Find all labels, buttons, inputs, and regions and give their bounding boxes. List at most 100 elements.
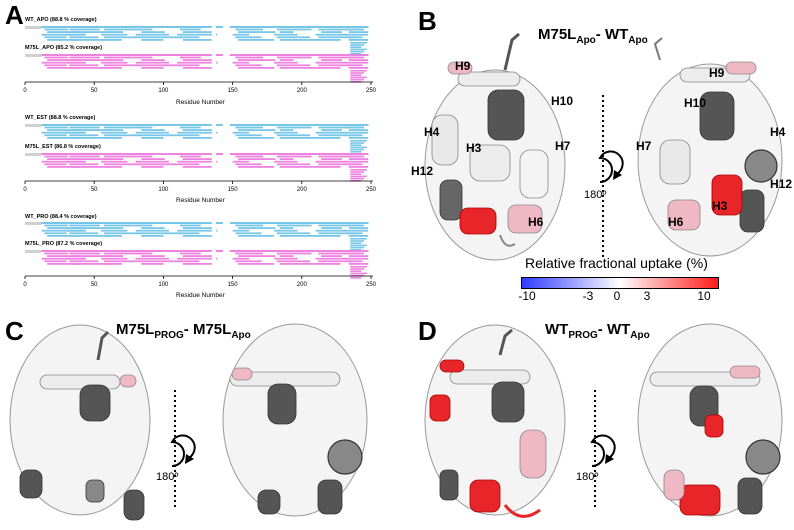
peptide-segment [350, 266, 367, 268]
coverage-gap [211, 53, 216, 73]
peptide-segment [69, 232, 99, 235]
colorbar-tick: -3 [582, 289, 594, 303]
rotation-label: 180º [584, 189, 607, 201]
peptide-segment [350, 270, 362, 272]
rotation-label: 180º [156, 471, 179, 483]
peptide-segment [72, 255, 113, 257]
peptide-segment [238, 39, 275, 41]
uncovered-segment [25, 250, 42, 253]
peptide-segment [276, 56, 312, 59]
title-part: - WT [595, 26, 629, 43]
peptide-segment [318, 260, 359, 263]
peptide-segment [66, 33, 86, 36]
peptide-segment [182, 166, 212, 168]
peptide-segment [318, 224, 360, 227]
peptide-segment [318, 36, 359, 39]
panel-c-title: M75LPROG- M75LApo [116, 322, 251, 341]
peptide-segment [350, 50, 365, 53]
peptide-segment [47, 158, 81, 160]
peptide-segment [279, 129, 294, 131]
colorbar-title: Relative fractional uptake (%) [525, 255, 708, 271]
peptide-segment [44, 126, 68, 129]
peptide-segment [238, 158, 276, 160]
peptide-segment [182, 235, 212, 237]
peptide-segment [346, 252, 365, 255]
peptide-segment [182, 255, 214, 257]
peptide-segment [106, 39, 122, 41]
peptide-segment [279, 235, 323, 237]
peptide-segment [343, 61, 369, 64]
peptide-segment [346, 224, 365, 227]
peptide-segment [66, 61, 86, 64]
peptide-segment [348, 31, 369, 33]
peptide-segment [106, 158, 124, 160]
coverage-tick-label: 150 [227, 88, 238, 94]
peptide-segment [135, 160, 169, 163]
coverage-tick-label: 100 [158, 187, 169, 193]
helix-label: H10 [684, 96, 707, 110]
rotation-label: 180º [576, 471, 599, 483]
coverage-tick-label: 250 [365, 282, 377, 288]
peptide-segment [315, 131, 347, 134]
peptide-segment [180, 56, 201, 59]
peptide-segment [321, 158, 342, 160]
protein-structure-b-right [637, 37, 783, 257]
peptide-segment [235, 56, 264, 59]
peptide-segment [69, 28, 100, 31]
peptide-segment [177, 257, 218, 260]
peptide-segment [276, 36, 311, 39]
peptide-segment [138, 232, 182, 235]
coverage-tick-label: 50 [90, 282, 98, 288]
coverage-tick-label: 100 [158, 282, 169, 288]
peptide-segment [279, 255, 294, 257]
peptide-segment [41, 124, 369, 126]
peptide-segment [279, 39, 323, 41]
peptide-segment [350, 53, 362, 55]
peptide-segment [274, 229, 298, 232]
peptide-segment [44, 252, 68, 255]
peptide-segment [106, 227, 124, 229]
peptide-segment [135, 257, 169, 260]
peptide-segment [348, 158, 369, 160]
peptide-segment [41, 26, 369, 28]
uncovered-segment [25, 153, 42, 156]
peptide-segment [66, 229, 86, 232]
peptide-segment [182, 137, 212, 139]
peptide-segment [350, 249, 362, 251]
peptide-segment [106, 59, 124, 61]
peptide-segment [106, 263, 122, 265]
peptide-segment [348, 129, 369, 131]
peptide-segment [274, 61, 298, 64]
coverage-gap [222, 53, 230, 73]
peptide-segment [350, 76, 367, 79]
helix-label: H9 [709, 66, 725, 80]
helix-label: H3 [466, 141, 482, 155]
peptide-segment [180, 28, 201, 31]
peptide-segment [182, 129, 214, 131]
coverage-axis-label: Residue Number [176, 99, 225, 106]
peptide-segment [141, 158, 165, 160]
peptide-segment [101, 229, 128, 232]
peptide-segment [41, 33, 85, 36]
helix-label: H7 [555, 139, 571, 153]
peptide-segment [318, 134, 359, 137]
peptide-segment [279, 263, 323, 265]
peptide-segment [41, 61, 85, 64]
peptide-segment [279, 137, 323, 139]
peptide-segment [41, 222, 369, 224]
title-subscript: PROG [154, 330, 184, 341]
peptide-segment [232, 33, 250, 36]
peptide-segment [69, 155, 100, 158]
coverage-tick-label: 200 [296, 187, 307, 193]
peptide-segment [138, 224, 153, 227]
peptide-segment [346, 134, 363, 137]
peptide-segment [177, 131, 218, 134]
peptide-segment [41, 54, 369, 56]
peptide-segment [350, 277, 362, 279]
peptide-segment [66, 257, 86, 260]
title-part: - M75L [183, 321, 232, 338]
peptide-segment [350, 46, 362, 48]
peptide-segment [103, 28, 142, 31]
peptide-segment [348, 235, 369, 237]
helix-label: H4 [424, 125, 440, 139]
